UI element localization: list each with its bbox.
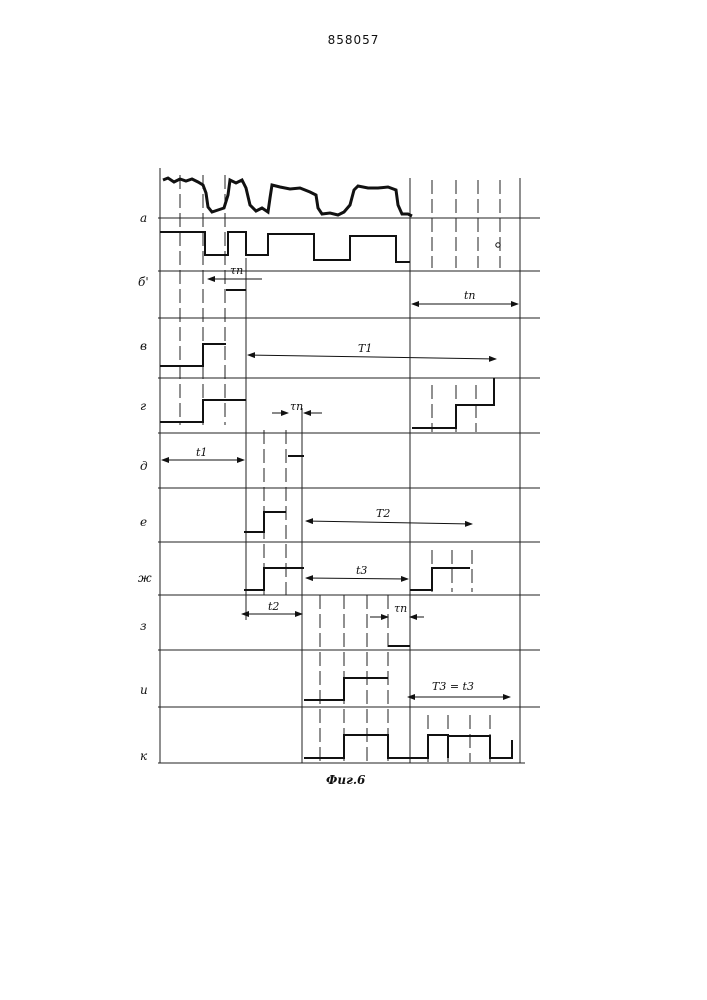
row-label-b: б' (138, 275, 149, 289)
row-separators (158, 218, 540, 763)
row-label-zh: ж (138, 571, 152, 585)
row-label-g: г (140, 399, 146, 413)
row-label-e: е (140, 515, 147, 529)
row-label-z: з (140, 619, 147, 633)
annotation-T1: Т1 (358, 342, 372, 355)
signal-e (244, 512, 286, 532)
annotation-t3: t3 (356, 564, 367, 577)
signal-a-noisy (163, 178, 412, 216)
signal-g (160, 378, 494, 428)
annotations: τп tп Т1 τп t1 Т2 t3 t2 τп Т3 = t3 (196, 264, 476, 693)
annotation-tau-n-3: τп (394, 602, 407, 615)
signal-i (304, 678, 388, 700)
row-labels: а б' в г д е ж з и к (138, 211, 152, 763)
annotation-tau-n-2: τп (290, 400, 303, 413)
vertical-axes (160, 168, 520, 763)
row-label-v: в (140, 339, 147, 353)
signal-k (304, 735, 512, 758)
dashed-markers (180, 175, 500, 763)
annotation-t-n: tп (464, 289, 476, 302)
annotation-T2: Т2 (376, 507, 390, 520)
annotation-t1: t1 (196, 446, 207, 459)
signal-v (160, 344, 226, 366)
annotation-tau-n-1: τп (230, 264, 243, 277)
annotation-T3-eq-t3: Т3 = t3 (432, 680, 474, 693)
signal-a-digital (160, 232, 410, 262)
row-label-i: и (140, 683, 148, 697)
figure-caption: Фиг.6 (326, 773, 366, 787)
row-label-k: к (140, 749, 148, 763)
annotation-t2: t2 (268, 600, 279, 613)
row-label-a: а (140, 211, 147, 225)
row-label-d: д (140, 459, 148, 473)
